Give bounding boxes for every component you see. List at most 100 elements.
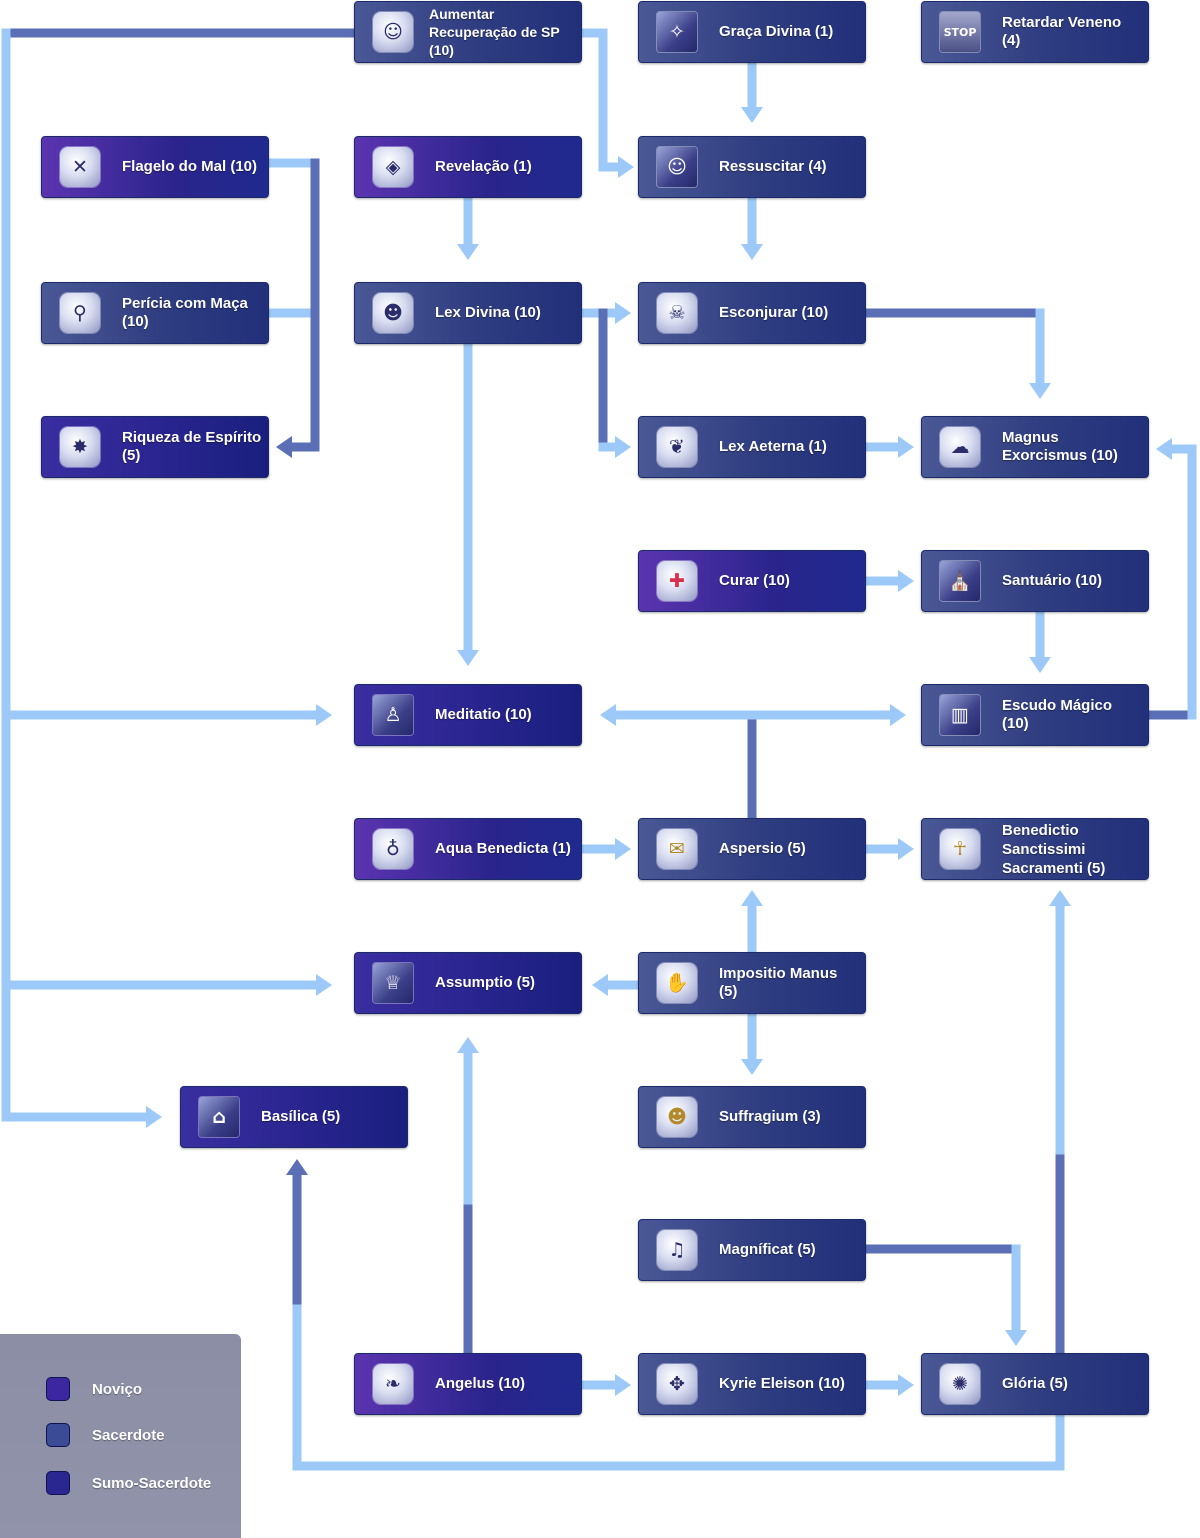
skill-label: Glória (5) [1002,1375,1068,1392]
arrow-head [898,838,914,860]
skill-label: Basílica (5) [261,1108,341,1125]
temple-icon: ⌂ [199,1097,239,1137]
sparkle-figure-icon: ✧ [657,12,697,52]
legend-swatch-priest [46,1423,70,1447]
skill-turn-undead[interactable]: ☠ Esconjurar (10) [638,282,866,344]
arrow-head [457,1037,479,1053]
skill-label: Angelus (10) [435,1375,526,1392]
skill-label: Retardar Veneno (4) [1002,14,1122,49]
gloria-icon: ✺ [940,1364,980,1404]
skill-label: Perícia com Maça (10) [122,295,248,330]
arrow-head [615,436,631,458]
feather-icon: ❧ [373,1364,413,1404]
arrow-head [600,704,616,726]
skill-aqua-benedicta[interactable]: ♁ Aqua Benedicta (1) [354,818,582,880]
shield-cross-icon: ✕ [60,147,100,187]
skill-benedictio[interactable]: ☥ Benedictio Sanctissimi Sacramenti (5) [921,818,1149,880]
skill-suffragium[interactable]: ☻ Suffragium (3) [638,1086,866,1148]
skill-label: Aumentar Recuperação de SP (10) [429,6,560,58]
skill-label: Graça Divina (1) [719,23,834,40]
assumptio-icon: ♕ [373,963,413,1003]
arrow-head [276,436,292,458]
arrow-head [1029,383,1051,399]
meditation-icon: ♙ [373,695,413,735]
class-legend: Noviço Sacerdote Sumo-Sacerdote [0,1334,241,1538]
skill-label: Santuário (10) [1002,572,1103,589]
skill-slow-poison[interactable]: STOP Retardar Veneno (4) [921,1,1149,63]
ghosts-icon: ☠ [657,293,697,333]
cloud-icon: ☁ [940,427,980,467]
skill-divine-protection[interactable]: ✕ Flagelo do Mal (10) [41,136,269,198]
legend-item-high-priest: Sumo-Sacerdote [46,1471,211,1495]
skill-increase-sp-recovery[interactable]: ☺ Aumentar Recuperação de SP (10) [354,1,582,63]
legend-item-novice: Noviço [46,1377,142,1401]
skill-impositio-manus[interactable]: ✋ Impositio Manus (5) [638,952,866,1014]
skill-revelation[interactable]: ◈ Revelação (1) [354,136,582,198]
skill-lex-divina[interactable]: ☻ Lex Divina (10) [354,282,582,344]
arrow-head [592,974,608,996]
skill-magnus-exorcismus[interactable]: ☁ Magnus Exorcismus (10) [921,416,1149,478]
legend-label: Noviço [92,1380,143,1398]
arrow-head [457,244,479,260]
skill-resurrection[interactable]: ☺ Ressuscitar (4) [638,136,866,198]
choir-icon: ♫ [657,1230,697,1270]
arrow-head [741,107,763,123]
skill-aspersio[interactable]: ✉ Aspersio (5) [638,818,866,880]
skill-label: Aspersio (5) [719,840,806,857]
arrow-head [615,838,631,860]
skill-magnificat[interactable]: ♫ Magníficat (5) [638,1219,866,1281]
skill-basilica[interactable]: ⌂ Basílica (5) [180,1086,408,1148]
legend-label: Sacerdote [92,1426,165,1444]
skill-gloria[interactable]: ✺ Glória (5) [921,1353,1149,1415]
arrow-head [615,1374,631,1396]
mace-icon: ⚲ [60,293,100,333]
book-icon: ❦ [657,427,697,467]
skill-angelus[interactable]: ❧ Angelus (10) [354,1353,582,1415]
skill-label: Magnus Exorcismus (10) [1002,429,1118,464]
skill-label: Escudo Mágico (10) [1002,697,1113,732]
star-burst-icon: ✸ [60,427,100,467]
skill-label: Ressuscitar (4) [719,158,827,175]
arrow-head [898,1374,914,1396]
skill-assumptio[interactable]: ♕ Assumptio (5) [354,952,582,1014]
skill-lex-aeterna[interactable]: ❦ Lex Aeterna (1) [638,416,866,478]
skill-label: Curar (10) [719,572,790,589]
skill-sanctuary[interactable]: ⛪ Santuário (10) [921,550,1149,612]
arrow-head [1005,1330,1027,1346]
skill-divine-grace[interactable]: ✧ Graça Divina (1) [638,1,866,63]
arrow-head [618,156,634,178]
blessing-icon: ☥ [940,829,980,869]
sanctuary-icon: ⛪ [940,561,980,601]
skill-magic-shield[interactable]: ▥ Escudo Mágico (10) [921,684,1149,746]
silence-icon: ☻ [373,293,413,333]
arrow-head [457,650,479,666]
skill-label: Suffragium (3) [719,1108,821,1125]
kyrie-icon: ✥ [657,1364,697,1404]
angel-icon: ☺ [657,147,697,187]
arrow-head [1156,438,1172,460]
legend-label: Sumo-Sacerdote [92,1474,212,1492]
legend-swatch-high-priest [46,1471,70,1495]
arrow-head [898,436,914,458]
skill-spirit-richness[interactable]: ✸ Riqueza de Espírito (5) [41,416,269,478]
arrow-head [741,890,763,906]
skill-heal[interactable]: ✚ Curar (10) [638,550,866,612]
skill-label: Magníficat (5) [719,1241,816,1258]
heart-cross-icon: ✚ [657,561,697,601]
skill-label: Lex Aeterna (1) [719,438,827,455]
arrow-head [741,244,763,260]
skill-label: Aqua Benedicta (1) [435,840,571,857]
arrow-head [316,974,332,996]
legend-swatch-novice [46,1377,70,1401]
skill-label: Impositio Manus (5) [719,965,838,1000]
skill-label: Revelação (1) [435,158,532,175]
arrow-head [898,570,914,592]
skill-mace-mastery[interactable]: ⚲ Perícia com Maça (10) [41,282,269,344]
skill-kyrie-eleison[interactable]: ✥ Kyrie Eleison (10) [638,1353,866,1415]
arrow-head [1029,657,1051,673]
arrow-head [741,1059,763,1075]
skill-meditatio[interactable]: ♙ Meditatio (10) [354,684,582,746]
skill-label: Kyrie Eleison (10) [719,1375,845,1392]
skill-label: Meditatio (10) [435,706,532,723]
